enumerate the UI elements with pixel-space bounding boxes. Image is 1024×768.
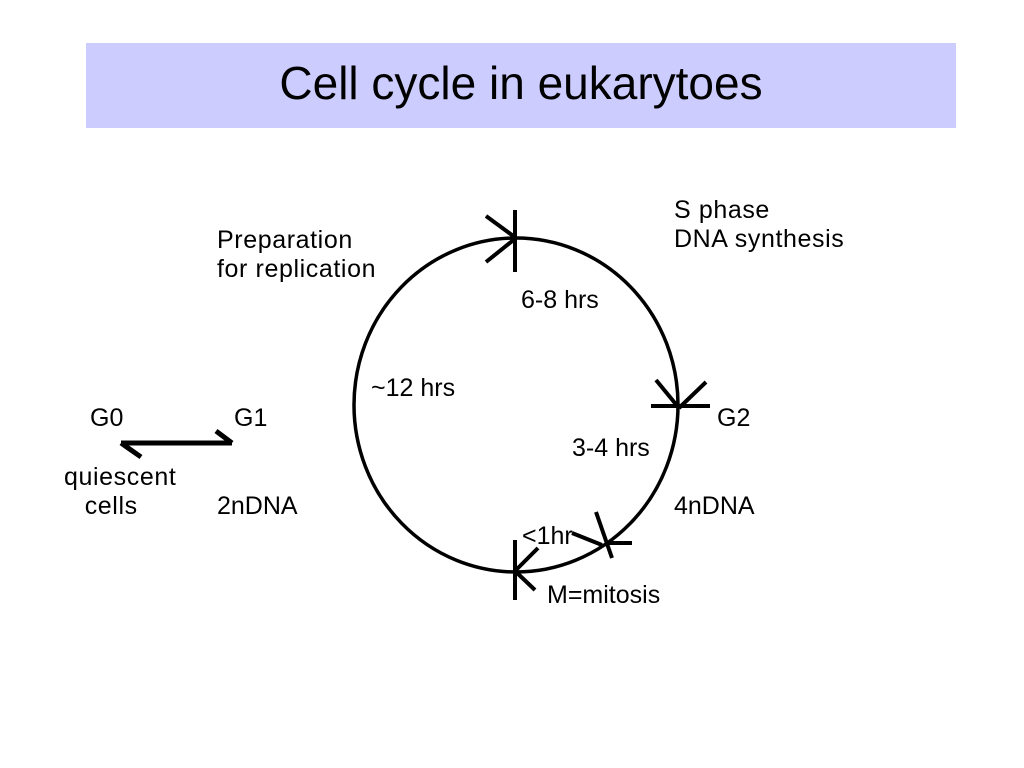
mitosis-duration: <1hr xyxy=(522,522,573,550)
m-g1-boundary-marker xyxy=(513,540,540,600)
s-g2-boundary-marker xyxy=(651,378,710,410)
s-phase-label: S phase DNA synthesis xyxy=(674,196,845,253)
s-phase-duration: 6-8 hrs xyxy=(521,286,599,314)
cycle-circle xyxy=(352,236,680,574)
slide-title: Cell cycle in eukarytoes xyxy=(279,56,763,109)
g1-s-boundary-marker xyxy=(484,210,518,272)
g0-g1-arrow xyxy=(119,429,234,460)
quiescent-label: quiescent cells xyxy=(64,463,177,520)
g2-label: G2 xyxy=(717,404,751,432)
g1-dna-content: 2nDNA xyxy=(217,492,298,520)
title-banner: Cell cycle in eukarytoes xyxy=(86,43,956,128)
g0-label: G0 xyxy=(90,404,124,432)
mitosis-label: M=mitosis xyxy=(547,581,661,609)
g2-dna-content: 4nDNA xyxy=(674,492,755,520)
preparation-label: Preparation for replication xyxy=(217,226,377,283)
g1-duration: ~12 hrs xyxy=(371,374,456,402)
g2-duration: 3-4 hrs xyxy=(572,434,650,462)
g1-label: G1 xyxy=(234,404,268,432)
g2-m-boundary-marker xyxy=(571,511,632,559)
